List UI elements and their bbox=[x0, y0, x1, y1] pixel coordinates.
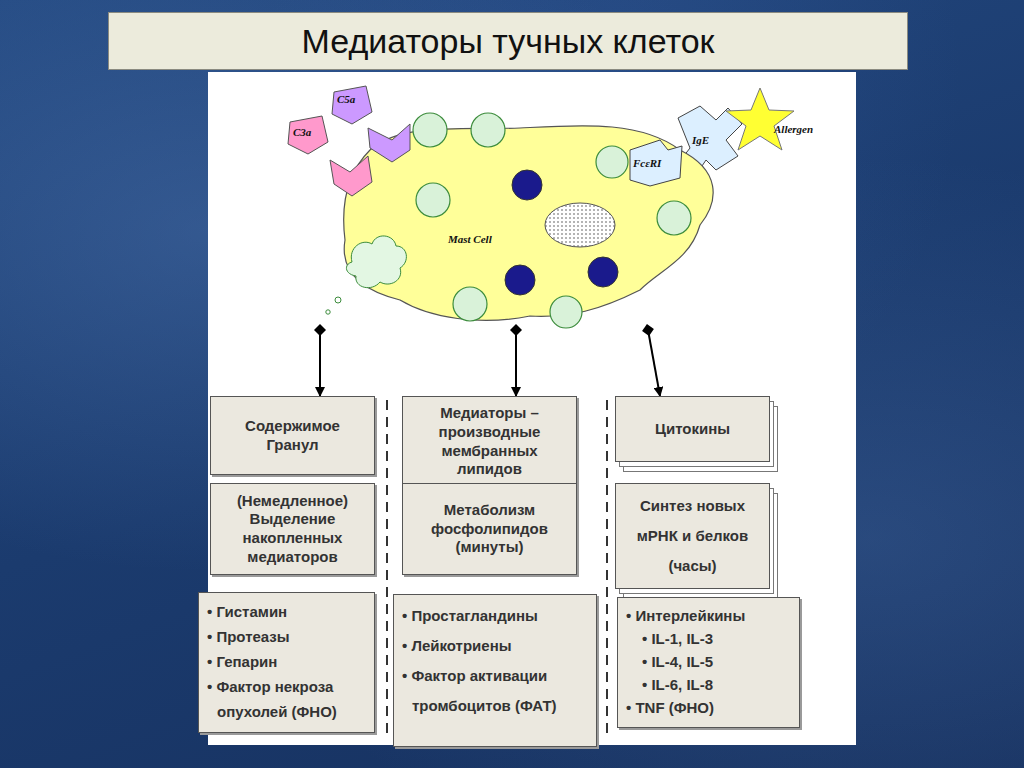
list-item: • IL-4, IL-5 bbox=[642, 650, 791, 673]
mediator-list-box: • Простагландины• Лейкотриены• Фактор ак… bbox=[393, 594, 597, 747]
column-separator bbox=[386, 400, 388, 740]
list-item: • Гистамин bbox=[207, 599, 366, 624]
box-text: Синтез новых мРНК и белков (часы) bbox=[624, 491, 761, 581]
list-item: • Гепарин bbox=[207, 649, 366, 674]
part-label: C3a bbox=[293, 126, 311, 138]
part-label: C5a bbox=[337, 93, 355, 105]
box-text: Цитокины bbox=[655, 420, 730, 439]
box-text: Содержимое Гранул bbox=[219, 417, 366, 455]
mediator-list-box: • Гистамин• Протеазы• Гепарин• Фактор не… bbox=[198, 592, 375, 733]
list-item: • Простагландины bbox=[402, 601, 588, 631]
list-item: • IL-6, IL-8 bbox=[642, 673, 791, 696]
list-item: • Протеазы bbox=[207, 624, 366, 649]
release-arrow bbox=[319, 330, 321, 396]
c5a-shape bbox=[332, 86, 372, 124]
title-bar: Медиаторы тучных клеток bbox=[108, 12, 908, 70]
part-label: IgE bbox=[692, 134, 709, 146]
release-arrow bbox=[648, 330, 660, 396]
box-text: Метаболизм фосфолипидов (минуты) bbox=[411, 501, 568, 557]
cell-label: Mast Cell bbox=[448, 233, 492, 245]
list-item: • TNF (ФНО) bbox=[626, 696, 791, 719]
stage-box: Содержимое Гранул bbox=[210, 396, 375, 475]
stage-box: Цитокины bbox=[615, 396, 770, 462]
c3a-shape bbox=[288, 116, 328, 154]
stage-box: Медиаторы – производные мембранных липид… bbox=[402, 396, 577, 487]
part-label: Allergen bbox=[774, 123, 813, 135]
list-item: • Лейкотриены bbox=[402, 631, 588, 661]
list-item: • Фактор некроза опухолей (ФНО) bbox=[207, 674, 366, 724]
list-item: • Интерлейкины bbox=[626, 604, 791, 627]
release-arrow bbox=[515, 330, 517, 396]
mast-cell-drawing bbox=[290, 105, 730, 330]
stage-box: (Немедленное) Выделение накопленных меди… bbox=[210, 483, 375, 575]
list-item: • IL-1, IL-3 bbox=[642, 627, 791, 650]
stage-box: Метаболизм фосфолипидов (минуты) bbox=[402, 483, 577, 575]
mediator-list-box: • Интерлейкины• IL-1, IL-3• IL-4, IL-5• … bbox=[617, 597, 800, 728]
column-separator bbox=[606, 400, 608, 740]
box-text: (Немедленное) Выделение накопленных меди… bbox=[219, 492, 366, 567]
slide-title: Медиаторы тучных клеток bbox=[302, 22, 715, 61]
mast-cell: Mast Cell bbox=[290, 105, 730, 330]
allergen-star bbox=[726, 88, 794, 150]
stage-box: Синтез новых мРНК и белков (часы) bbox=[615, 483, 770, 589]
part-label: FcεRI bbox=[633, 157, 661, 169]
box-text: Медиаторы – производные мембранных липид… bbox=[411, 404, 568, 479]
list-item: • Фактор активации тромбоцитов (ФАТ) bbox=[402, 661, 588, 721]
